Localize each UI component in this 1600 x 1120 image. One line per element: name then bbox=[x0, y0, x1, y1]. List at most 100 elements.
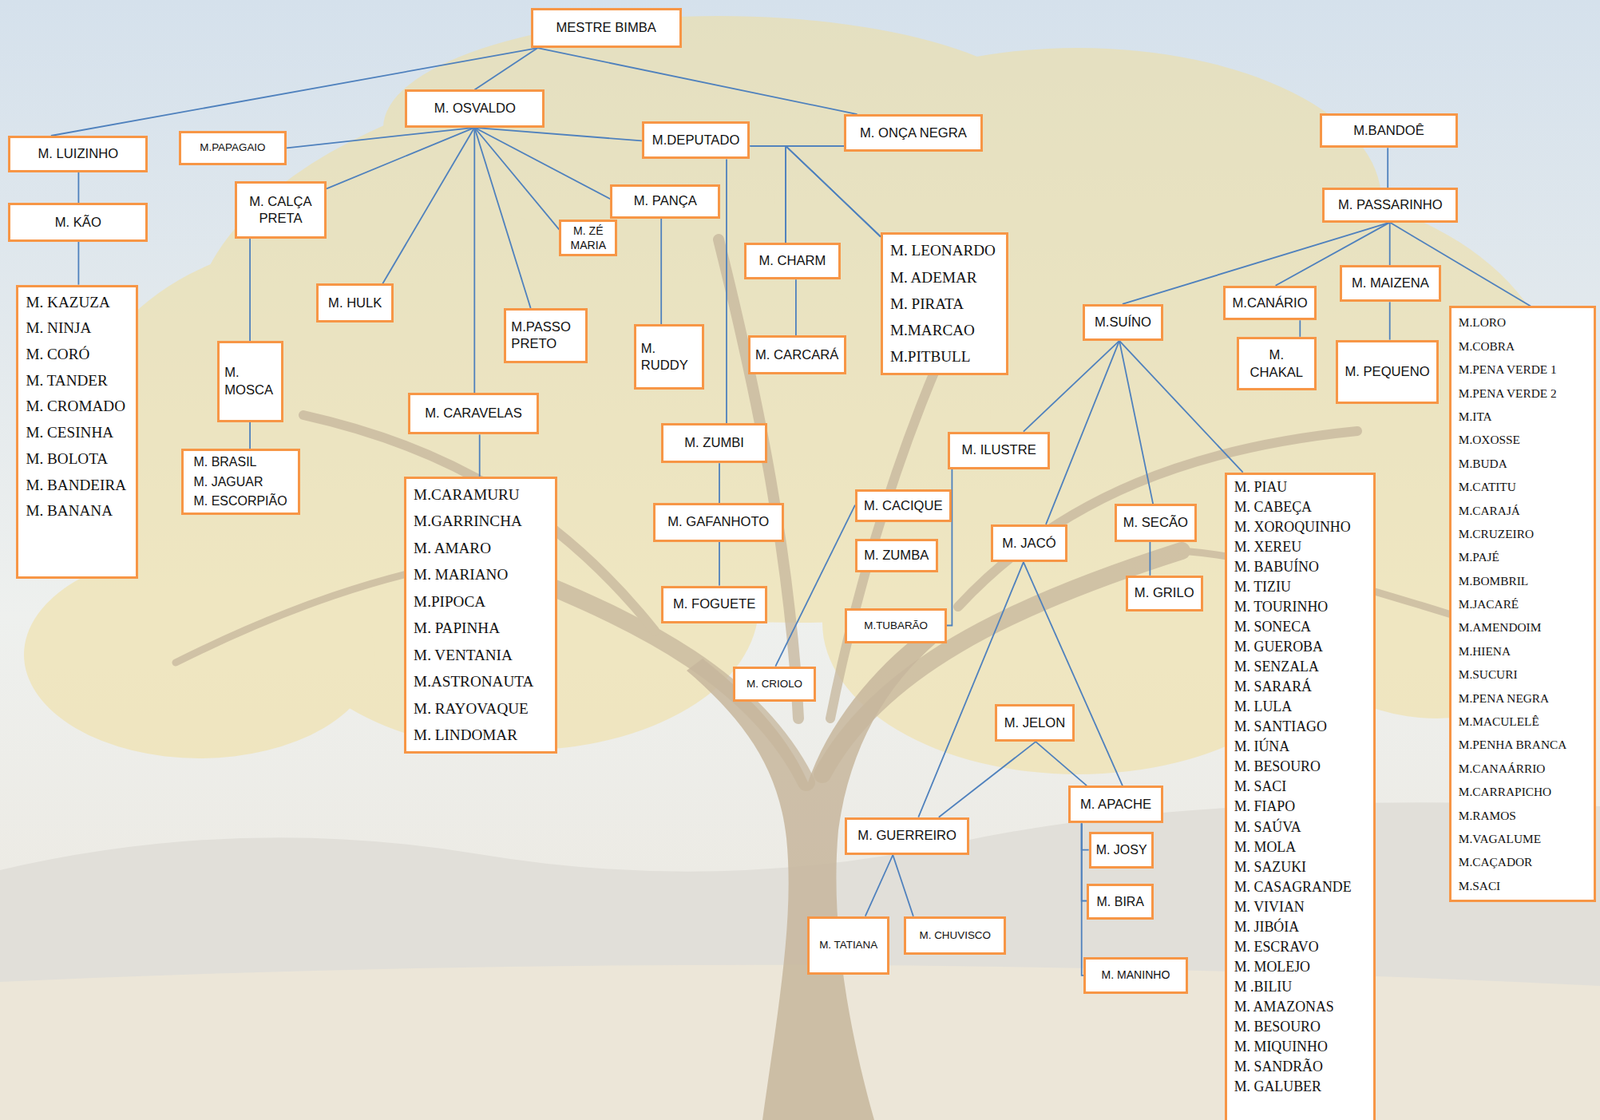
lineage-connector bbox=[249, 238, 251, 341]
box-label: M.PASSO PRETO bbox=[510, 318, 581, 353]
box-label: M. CHARM bbox=[751, 253, 834, 270]
box-label: M. TATIANA bbox=[813, 938, 884, 952]
lineage-box: M. CARCARÁ bbox=[748, 335, 847, 375]
list-name: M. CASAGRANDE bbox=[1234, 877, 1367, 898]
list-name: M.PAJÉ bbox=[1458, 545, 1587, 569]
box-label: M. CACIQUE bbox=[862, 498, 945, 515]
box-label: M. ZUMBI bbox=[668, 435, 761, 452]
lineage-box: M. CARAVELAS bbox=[407, 392, 539, 435]
lineage-box: M. ZUMBA bbox=[855, 538, 939, 573]
box-label: M.PAPAGAIO bbox=[186, 141, 280, 155]
lineage-box: M. LUIZINHO bbox=[7, 135, 148, 173]
list-name: M.BUDA bbox=[1458, 451, 1587, 476]
lineage-connector bbox=[795, 279, 797, 336]
list-name: M. ESCRAVO bbox=[1234, 937, 1367, 958]
lineage-connector bbox=[749, 146, 881, 238]
list-name: M. BESOURO bbox=[1234, 756, 1367, 777]
list-name: M.GARRINCHA bbox=[413, 507, 548, 535]
lineage-box: M.PAPAGAIO bbox=[178, 130, 287, 166]
lineage-connector bbox=[725, 158, 728, 424]
list-name: M. MOLEJO bbox=[1234, 957, 1367, 978]
list-name: M.CATITU bbox=[1458, 475, 1587, 499]
lineage-connector bbox=[785, 146, 844, 243]
list-name: M.CARAMURU bbox=[413, 481, 548, 508]
list-name: M. BOLOTA bbox=[25, 446, 128, 473]
lineage-connector bbox=[1389, 301, 1391, 340]
lineage-connector bbox=[918, 562, 1024, 818]
list-name: M. BABUÍNO bbox=[1234, 557, 1367, 578]
lineage-box: M. GRILO bbox=[1125, 575, 1204, 612]
list-name: M.CARAJÁ bbox=[1458, 499, 1587, 523]
student-list: M.LOROM.COBRAM.PENA VERDE 1M.PENA VERDE … bbox=[1449, 305, 1597, 903]
box-label: MESTRE BIMBA bbox=[538, 19, 675, 36]
list-name: M.HIENA bbox=[1458, 639, 1587, 663]
list-name: M. TANDER bbox=[25, 368, 128, 395]
list-name: M. GUEROBA bbox=[1234, 637, 1367, 658]
list-name: M. ESCORPIÃO bbox=[193, 491, 288, 511]
lineage-box: M. CHUVISCO bbox=[903, 916, 1006, 956]
box-label: M. PASSARINHO bbox=[1329, 197, 1451, 214]
lineage-box: M. MANINHO bbox=[1083, 957, 1188, 995]
box-label: M. FOGUETE bbox=[668, 596, 761, 613]
list-name: M. FIAPO bbox=[1234, 796, 1367, 817]
box-label: M. GRILO bbox=[1132, 585, 1197, 602]
lineage-connector bbox=[474, 127, 610, 199]
lineage-box: M.BANDOÊ bbox=[1319, 113, 1459, 148]
lineage-connector bbox=[749, 146, 786, 243]
box-label: M. CARAVELAS bbox=[415, 405, 532, 422]
list-name: M. BANDEIRA bbox=[25, 472, 128, 500]
student-list: M. PIAUM. CABEÇAM. XOROQUINHOM. XEREUM. … bbox=[1224, 472, 1376, 1120]
lineage-connector bbox=[660, 218, 662, 325]
box-label: M. CALÇA PRETA bbox=[241, 193, 321, 228]
lineage-box: M. JOSY bbox=[1089, 831, 1155, 869]
lineage-connector bbox=[865, 855, 894, 917]
box-label: M.SUÍNO bbox=[1089, 314, 1157, 331]
lineage-box: M. KÃO bbox=[7, 202, 148, 242]
lineage-connector bbox=[382, 127, 475, 284]
list-name: M. XEREU bbox=[1234, 537, 1367, 558]
list-name: M. GALUBER bbox=[1234, 1077, 1367, 1098]
box-label: M.BANDOÊ bbox=[1326, 122, 1452, 139]
lineage-box: M. RUDDY bbox=[633, 324, 705, 390]
list-name: M. VIVIAN bbox=[1234, 897, 1367, 918]
box-label: M. OSVALDO bbox=[411, 100, 538, 117]
lineage-connector bbox=[286, 127, 475, 149]
lineage-connector bbox=[474, 127, 559, 230]
student-list: M.CARAMURUM.GARRINCHAM. AMAROM. MARIANOM… bbox=[403, 476, 558, 754]
list-name: M.PENHA BRANCA bbox=[1458, 732, 1587, 757]
lineage-box: M. MOSCA bbox=[217, 340, 284, 423]
lineage-connector bbox=[474, 47, 538, 90]
list-name: M. IÚNA bbox=[1234, 736, 1367, 757]
list-name: M. SONECA bbox=[1234, 617, 1367, 638]
list-name: M. CORÓ bbox=[25, 341, 128, 369]
list-name: M. KAZUZA bbox=[25, 289, 128, 317]
lineage-box: M. JACÓ bbox=[990, 524, 1068, 563]
lineage-box: M.PASSO PRETO bbox=[503, 308, 588, 364]
lineage-box: M. CRIOLO bbox=[732, 666, 817, 703]
lineage-box: M. CHAKAL bbox=[1236, 336, 1317, 392]
list-name: M. LEONARDO bbox=[890, 237, 999, 264]
lineage-connector bbox=[1299, 320, 1301, 337]
list-name: M. TOURINHO bbox=[1234, 597, 1367, 618]
list-name: M. CESINHA bbox=[25, 419, 128, 447]
list-name: M. BANANA bbox=[25, 498, 128, 525]
lineage-box: M.TUBARÃO bbox=[844, 608, 947, 645]
lineage-connector bbox=[479, 434, 481, 476]
box-label: M.DEPUTADO bbox=[649, 132, 743, 149]
list-name: M.BOMBRIL bbox=[1458, 569, 1587, 593]
lineage-box: M. ZÉ MARIA bbox=[558, 219, 618, 258]
list-name: M.CANAÁRRIO bbox=[1458, 756, 1587, 781]
student-list: M. KAZUZAM. NINJAM. CORÓM. TANDERM. CROM… bbox=[15, 285, 138, 579]
box-label: M. PANÇA bbox=[617, 193, 713, 210]
lineage-connector bbox=[1045, 340, 1120, 525]
list-name: M. CABEÇA bbox=[1234, 497, 1367, 518]
box-label: M.CANÁRIO bbox=[1230, 295, 1309, 312]
box-label: M. BIRA bbox=[1093, 894, 1147, 910]
lineage-connector bbox=[1386, 147, 1389, 188]
box-label: M. GAFANHOTO bbox=[660, 514, 777, 531]
lineage-connector bbox=[1149, 542, 1152, 576]
list-name: M. SAÚVA bbox=[1234, 817, 1367, 838]
list-name: M. SACI bbox=[1234, 776, 1367, 797]
lineage-box: M.CANÁRIO bbox=[1223, 285, 1316, 321]
lineage-connector bbox=[78, 241, 80, 286]
